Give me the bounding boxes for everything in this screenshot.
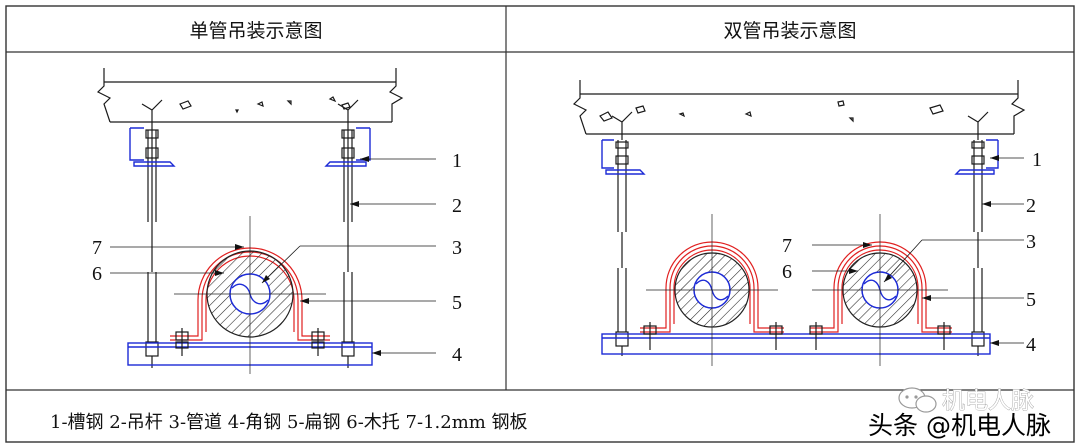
callout-5-double: 5 xyxy=(1026,289,1036,311)
watermark: 机电人脉 头条 @机电人脉 xyxy=(868,387,1051,440)
callout-7-single: 7 xyxy=(92,237,102,259)
callout-6-double: 6 xyxy=(782,261,792,283)
hanger-left xyxy=(129,99,176,368)
angle-steel-base-double xyxy=(601,333,991,355)
callout-6-single: 6 xyxy=(92,263,102,285)
single-pipe-drawing: 1 2 3 5 4 7 6 xyxy=(92,68,462,374)
callout-4-double: 4 xyxy=(1026,334,1036,356)
double-pipe-drawing: 1 2 3 5 4 7 6 xyxy=(572,80,1042,366)
ceiling-slab-double xyxy=(572,80,1026,135)
ceiling-slab xyxy=(96,68,404,123)
single-pipe-title: 单管吊装示意图 xyxy=(189,20,322,42)
callout-3-double: 3 xyxy=(1026,231,1036,253)
callout-5-single: 5 xyxy=(452,292,462,314)
watermark-logo-text: 机电人脉 xyxy=(942,388,1034,414)
watermark-footer-text: 头条 @机电人脉 xyxy=(868,411,1051,440)
callout-7-double: 7 xyxy=(782,235,792,257)
legend-text: 1-槽钢 2-吊杆 3-管道 4-角钢 5-扁钢 6-木托 7-1.2mm 钢板 xyxy=(50,412,528,433)
callout-4-single: 4 xyxy=(452,344,462,366)
hanger-right xyxy=(324,99,371,368)
table-frame xyxy=(5,5,1075,443)
hanger-left-double xyxy=(601,111,646,356)
callout-1-double: 1 xyxy=(1032,149,1042,171)
callout-3-single: 3 xyxy=(452,237,462,259)
hanger-right-double xyxy=(954,111,999,356)
bolts xyxy=(175,328,325,356)
chat-bubble-icon xyxy=(898,387,937,413)
callout-2-double: 2 xyxy=(1026,195,1036,217)
double-pipe-title: 双管吊装示意图 xyxy=(723,20,856,42)
callout-1-single: 1 xyxy=(452,150,462,172)
callout-2-single: 2 xyxy=(452,195,462,217)
leader-lines xyxy=(110,156,436,356)
leader-lines-double xyxy=(812,155,1024,346)
bolts-double xyxy=(643,322,951,350)
